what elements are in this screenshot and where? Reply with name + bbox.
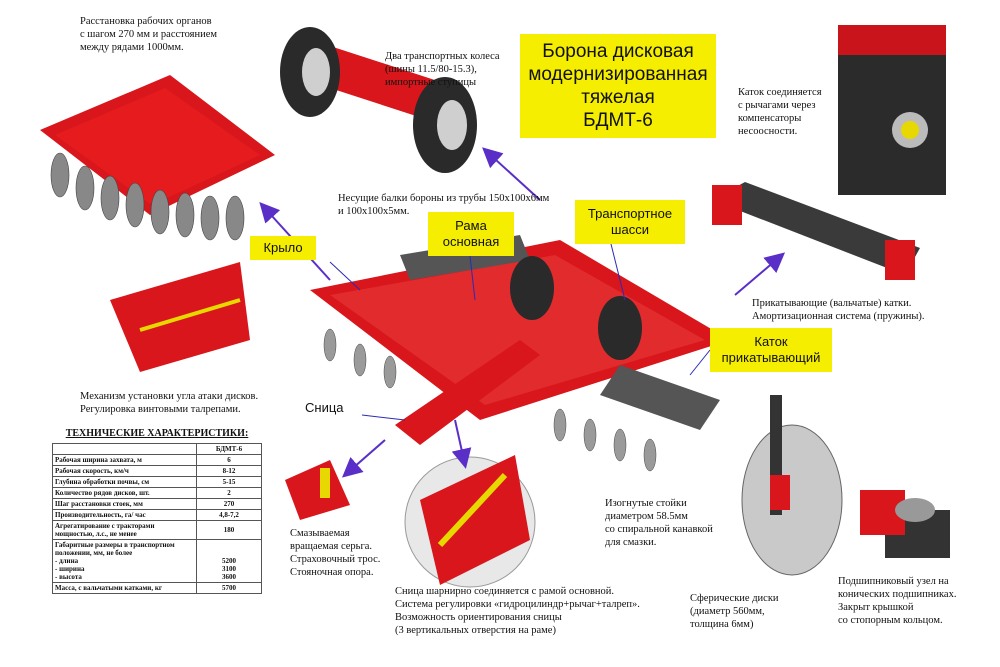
spec-key: Рабочая ширина захвата, м: [52, 454, 197, 466]
shackle-image: [285, 460, 350, 520]
attack-angle-detail-image: [108, 262, 250, 374]
spec-value: 4,8-7,2: [196, 509, 262, 521]
spherical-disc-image: [741, 395, 843, 576]
beams-note: Несущие балки бороны из трубы 150х100х6м…: [338, 193, 550, 217]
table-row: Габаритные размеры в транспортном положе…: [52, 539, 262, 583]
roller-hub-image: [838, 25, 946, 195]
table-row: Количество рядов дисков, шт.2: [52, 487, 262, 499]
spec-value: 8-12: [196, 465, 262, 477]
bearing-unit-image: [860, 490, 950, 558]
shackle-note: Смазываемая вращаемая серьга. Страховочн…: [290, 528, 381, 578]
spec-value: 270: [196, 498, 262, 510]
hitch-joint-detail-image: [404, 455, 536, 588]
spec-key: Производительность, га/ час: [52, 509, 197, 521]
main-harrow-image: [310, 235, 730, 472]
leader-lines: [329, 239, 711, 421]
spec-value: 5200 3100 3600: [196, 539, 262, 583]
spec-value: 5700: [196, 582, 262, 594]
hitch-label: Сница: [305, 400, 344, 415]
wing-detail-image: [40, 75, 275, 241]
rollers-note: Прикатывающие (вальчатые) катки. Амортиз…: [752, 298, 925, 322]
page-title: Борона дисковая модернизированная тяжела…: [520, 34, 716, 138]
table-row: Агрегатирование с тракторами мощностью, …: [52, 520, 262, 540]
roller-connect-note: Каток соединяется с рычагами через компе…: [738, 87, 822, 137]
attack-angle-note: Механизм установки угла атаки дисков. Ре…: [80, 391, 259, 415]
table-row: БДМТ-6: [52, 443, 262, 455]
specs-header: БДМТ-6: [196, 443, 262, 455]
roller-image: [712, 182, 920, 280]
spec-key: Агрегатирование с тракторами мощностью, …: [52, 520, 197, 540]
frame-label: Рама основная: [428, 212, 514, 256]
spec-key: Шаг расстановки стоек, мм: [52, 498, 197, 510]
spec-value: 6: [196, 454, 262, 466]
bearing-note: Подшипниковый узел на конических подшипн…: [838, 576, 957, 626]
spec-key: Масса, с вальчатыми катками, кг: [52, 582, 197, 594]
wing-label: Крыло: [250, 236, 316, 260]
wheels-note: Два транспортных колеса (шины 11.5/80-15…: [385, 51, 500, 88]
spec-key: Количество рядов дисков, шт.: [52, 487, 197, 499]
specs-title: ТЕХНИЧЕСКИЕ ХАРАКТЕРИСТИКИ:: [65, 428, 249, 439]
chassis-label: Транспортное шасси: [575, 200, 685, 244]
spec-value: 2: [196, 487, 262, 499]
discs-note: Сферические диски (диаметр 560мм, толщин…: [690, 593, 779, 630]
roller-label: Каток прикатывающий: [710, 328, 832, 372]
transport-wheels-image: [280, 27, 477, 173]
spec-key: Глубина обработки почвы, см: [52, 476, 197, 488]
spacing-note: Расстановка рабочих органов с шагом 270 …: [80, 16, 218, 53]
spec-value: 180: [196, 520, 262, 540]
hitch-joint-note: Сница шарнирно соединяется с рамой основ…: [395, 586, 640, 636]
struts-note: Изогнутые стойки диаметром 58.5мм со спи…: [605, 498, 713, 548]
spec-key: Габаритные размеры в транспортном положе…: [52, 539, 197, 583]
spec-key: Рабочая скорость, км/ч: [52, 465, 197, 477]
spec-value: 5-15: [196, 476, 262, 488]
